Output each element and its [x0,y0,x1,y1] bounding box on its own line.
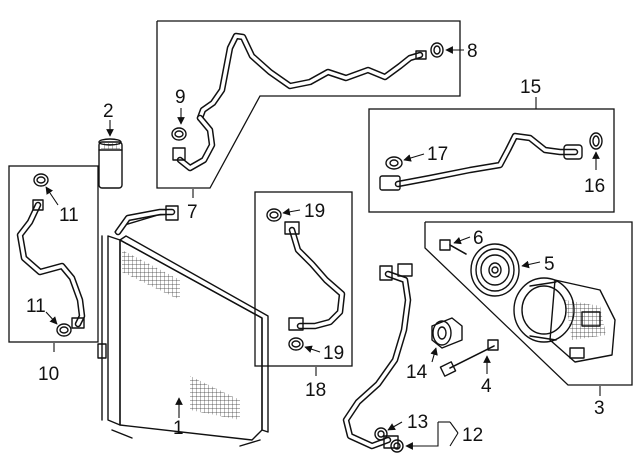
callout-19-bottom: 19 [323,343,344,364]
callout-8: 8 [467,41,478,62]
box-group-7 [156,20,461,189]
hose-10 [16,199,86,329]
callout-12: 12 [462,425,483,446]
callout-18: 18 [305,380,326,401]
discharge-hose-12 [342,263,413,450]
callout-1: 1 [173,418,184,439]
hose-18 [284,221,346,331]
leader-13-left [387,421,403,431]
o-ring-8 [430,42,444,58]
box-group-3 [424,221,633,386]
pressure-switch-14 [431,317,463,349]
callout-2: 2 [103,101,114,122]
compressor-3 [513,277,616,363]
callout-6: 6 [473,228,484,249]
callout-10: 10 [38,364,59,385]
callout-16: 16 [584,176,605,197]
liquid-line-7 [172,32,427,172]
bolt-4 [439,339,499,377]
o-ring-13-left [374,427,388,441]
leader-14 [430,347,438,363]
callout-9: 9 [175,87,186,108]
o-ring-11-bottom [56,323,72,337]
leader-12-b [449,432,459,447]
leader-19-top [282,208,301,216]
leader-11-top [45,186,59,206]
leader-17 [403,153,425,162]
callout-7: 7 [187,202,198,223]
callout-5: 5 [544,254,555,275]
leader-19-bottom [304,345,321,353]
callout-11-top: 11 [59,205,79,226]
box-group-18 [254,191,353,367]
o-ring-17 [385,156,403,170]
callout-17: 17 [427,144,448,165]
callout-4: 4 [481,376,492,397]
callout-19-top: 19 [304,201,325,222]
o-ring-13-right [390,439,404,453]
leader-13-right [405,422,439,450]
box-group-15 [368,108,615,213]
o-ring-16 [589,132,603,150]
o-ring-9 [171,127,187,141]
leader-6 [453,236,471,245]
o-ring-19-top [266,208,282,222]
leader-11-bottom [45,311,58,325]
leader-5 [521,260,541,269]
callout-14: 14 [406,362,428,383]
o-ring-11-top [33,173,49,187]
o-ring-19-bottom [288,337,304,351]
condenser-1 [97,205,269,447]
callout-11-bottom: 11 [26,296,46,317]
bolt-6 [439,239,467,255]
callout-15: 15 [520,77,541,98]
box-group-10 [8,165,99,343]
callout-3: 3 [594,398,605,419]
leader-12 [449,421,459,434]
receiver-drier-2 [98,138,123,189]
suction-line-15 [379,132,583,191]
callout-13: 13 [407,412,428,433]
clutch-pulley-5 [470,243,520,297]
